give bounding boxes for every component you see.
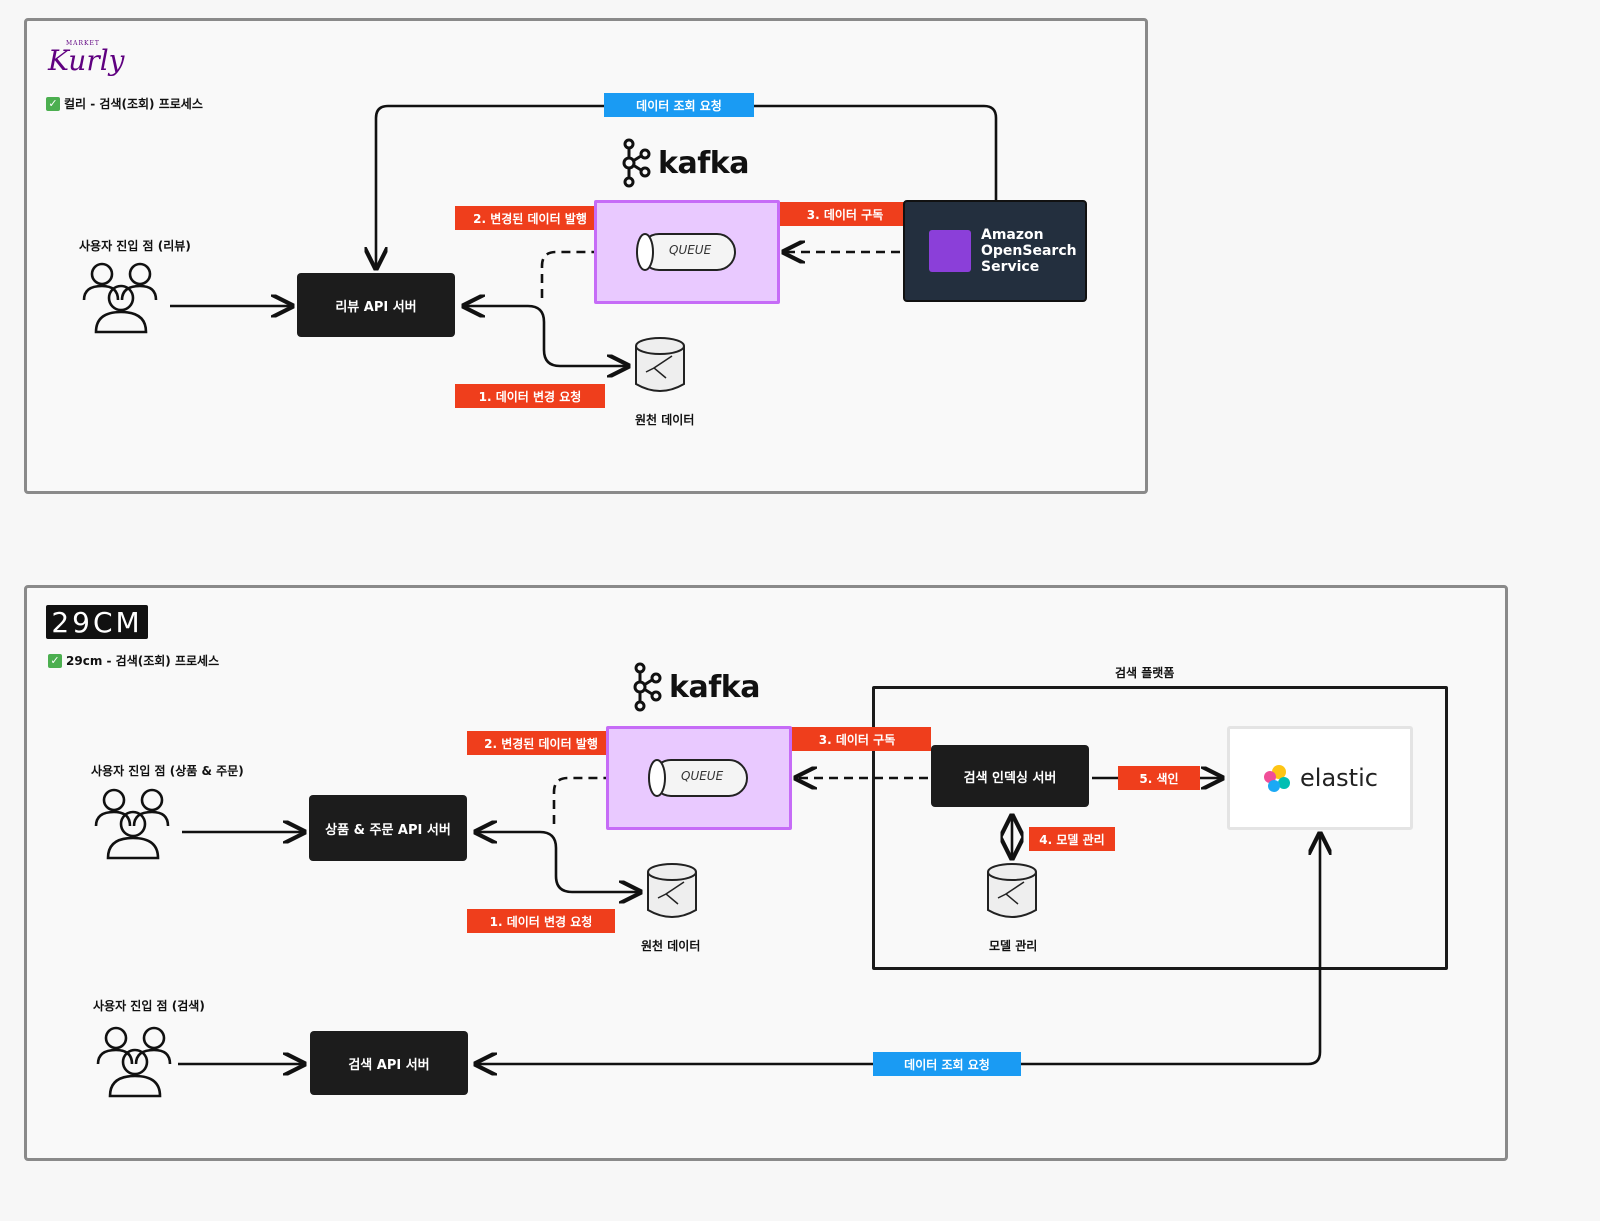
cm29-model-tag: 4. 모델 관리 bbox=[1029, 827, 1115, 851]
opensearch-line-2: OpenSearch bbox=[981, 243, 1077, 259]
kurly-query-tag: 데이터 조회 요청 bbox=[604, 93, 754, 117]
review-api-server: 리뷰 API 서버 bbox=[297, 273, 455, 337]
kurly-queue-label: QUEUE bbox=[669, 243, 712, 257]
elastic-box: elastic bbox=[1227, 726, 1413, 830]
cm29-kafka-text: kafka bbox=[669, 669, 760, 705]
cm29-kafka-logo: kafka bbox=[629, 662, 760, 712]
kurly-logo: MARKET Kurly bbox=[48, 40, 125, 77]
cm29-title-text: 29cm - 검색(조회) 프로세스 bbox=[66, 654, 220, 668]
kurly-title: ✓ 컬리 - 검색(조회) 프로세스 bbox=[46, 95, 203, 112]
kafka-icon bbox=[633, 662, 662, 712]
kurly-logo-small: MARKET bbox=[66, 40, 100, 47]
indexing-server: 검색 인덱싱 서버 bbox=[931, 745, 1089, 807]
queue-cylinder-icon bbox=[636, 233, 736, 271]
kurly-logo-text: Kurly bbox=[48, 44, 125, 77]
cm29-subscribe-tag: 3. 데이터 구독 bbox=[783, 727, 931, 751]
cm29-publish-tag: 2. 변경된 데이터 발행 bbox=[467, 731, 615, 755]
cm29-index-tag: 5. 색인 bbox=[1118, 766, 1200, 790]
users-icon-kurly bbox=[82, 262, 158, 334]
kurly-queue-box: QUEUE bbox=[594, 200, 780, 304]
kurly-publish-tag: 2. 변경된 데이터 발행 bbox=[455, 206, 605, 230]
cm29-queue-label: QUEUE bbox=[681, 769, 724, 783]
search-platform-label: 검색 플랫폼 bbox=[1115, 666, 1175, 680]
elastic-icon bbox=[1264, 765, 1291, 792]
cm29-change-tag: 1. 데이터 변경 요청 bbox=[467, 909, 615, 933]
kurly-title-text: 컬리 - 검색(조회) 프로세스 bbox=[64, 97, 203, 111]
kafka-icon bbox=[622, 138, 651, 188]
cm29-title: ✓ 29cm - 검색(조회) 프로세스 bbox=[48, 652, 219, 669]
kurly-user-label: 사용자 진입 점 (리뷰) bbox=[79, 239, 191, 253]
kurly-kafka-logo: kafka bbox=[618, 138, 749, 188]
cm29-order-user-label: 사용자 진입 점 (상품 & 주문) bbox=[91, 764, 244, 778]
opensearch-box: Amazon OpenSearch Service bbox=[903, 200, 1087, 302]
cm29-db-label: 원천 데이터 bbox=[641, 939, 701, 953]
check-icon: ✓ bbox=[46, 96, 60, 111]
cm29-query-tag: 데이터 조회 요청 bbox=[873, 1052, 1021, 1076]
opensearch-line-3: Service bbox=[981, 259, 1040, 275]
order-api-server: 상품 & 주문 API 서버 bbox=[309, 795, 467, 861]
opensearch-icon bbox=[929, 230, 971, 272]
cm29-search-user-label: 사용자 진입 점 (검색) bbox=[93, 999, 205, 1013]
elastic-text: elastic bbox=[1300, 764, 1378, 792]
opensearch-line-1: Amazon bbox=[981, 227, 1044, 243]
queue-cylinder-icon bbox=[648, 759, 748, 797]
kurly-kafka-text: kafka bbox=[658, 145, 749, 181]
kurly-change-tag: 1. 데이터 변경 요청 bbox=[455, 384, 605, 408]
cm29-logo: 29CM bbox=[46, 605, 148, 639]
kurly-db-label: 원천 데이터 bbox=[635, 413, 695, 427]
cm29-queue-box: QUEUE bbox=[606, 726, 792, 830]
check-icon: ✓ bbox=[48, 653, 62, 668]
cm29-model-db-label: 모델 관리 bbox=[989, 939, 1038, 953]
search-api-server: 검색 API 서버 bbox=[310, 1031, 468, 1095]
kurly-subscribe-tag: 3. 데이터 구독 bbox=[771, 202, 919, 226]
